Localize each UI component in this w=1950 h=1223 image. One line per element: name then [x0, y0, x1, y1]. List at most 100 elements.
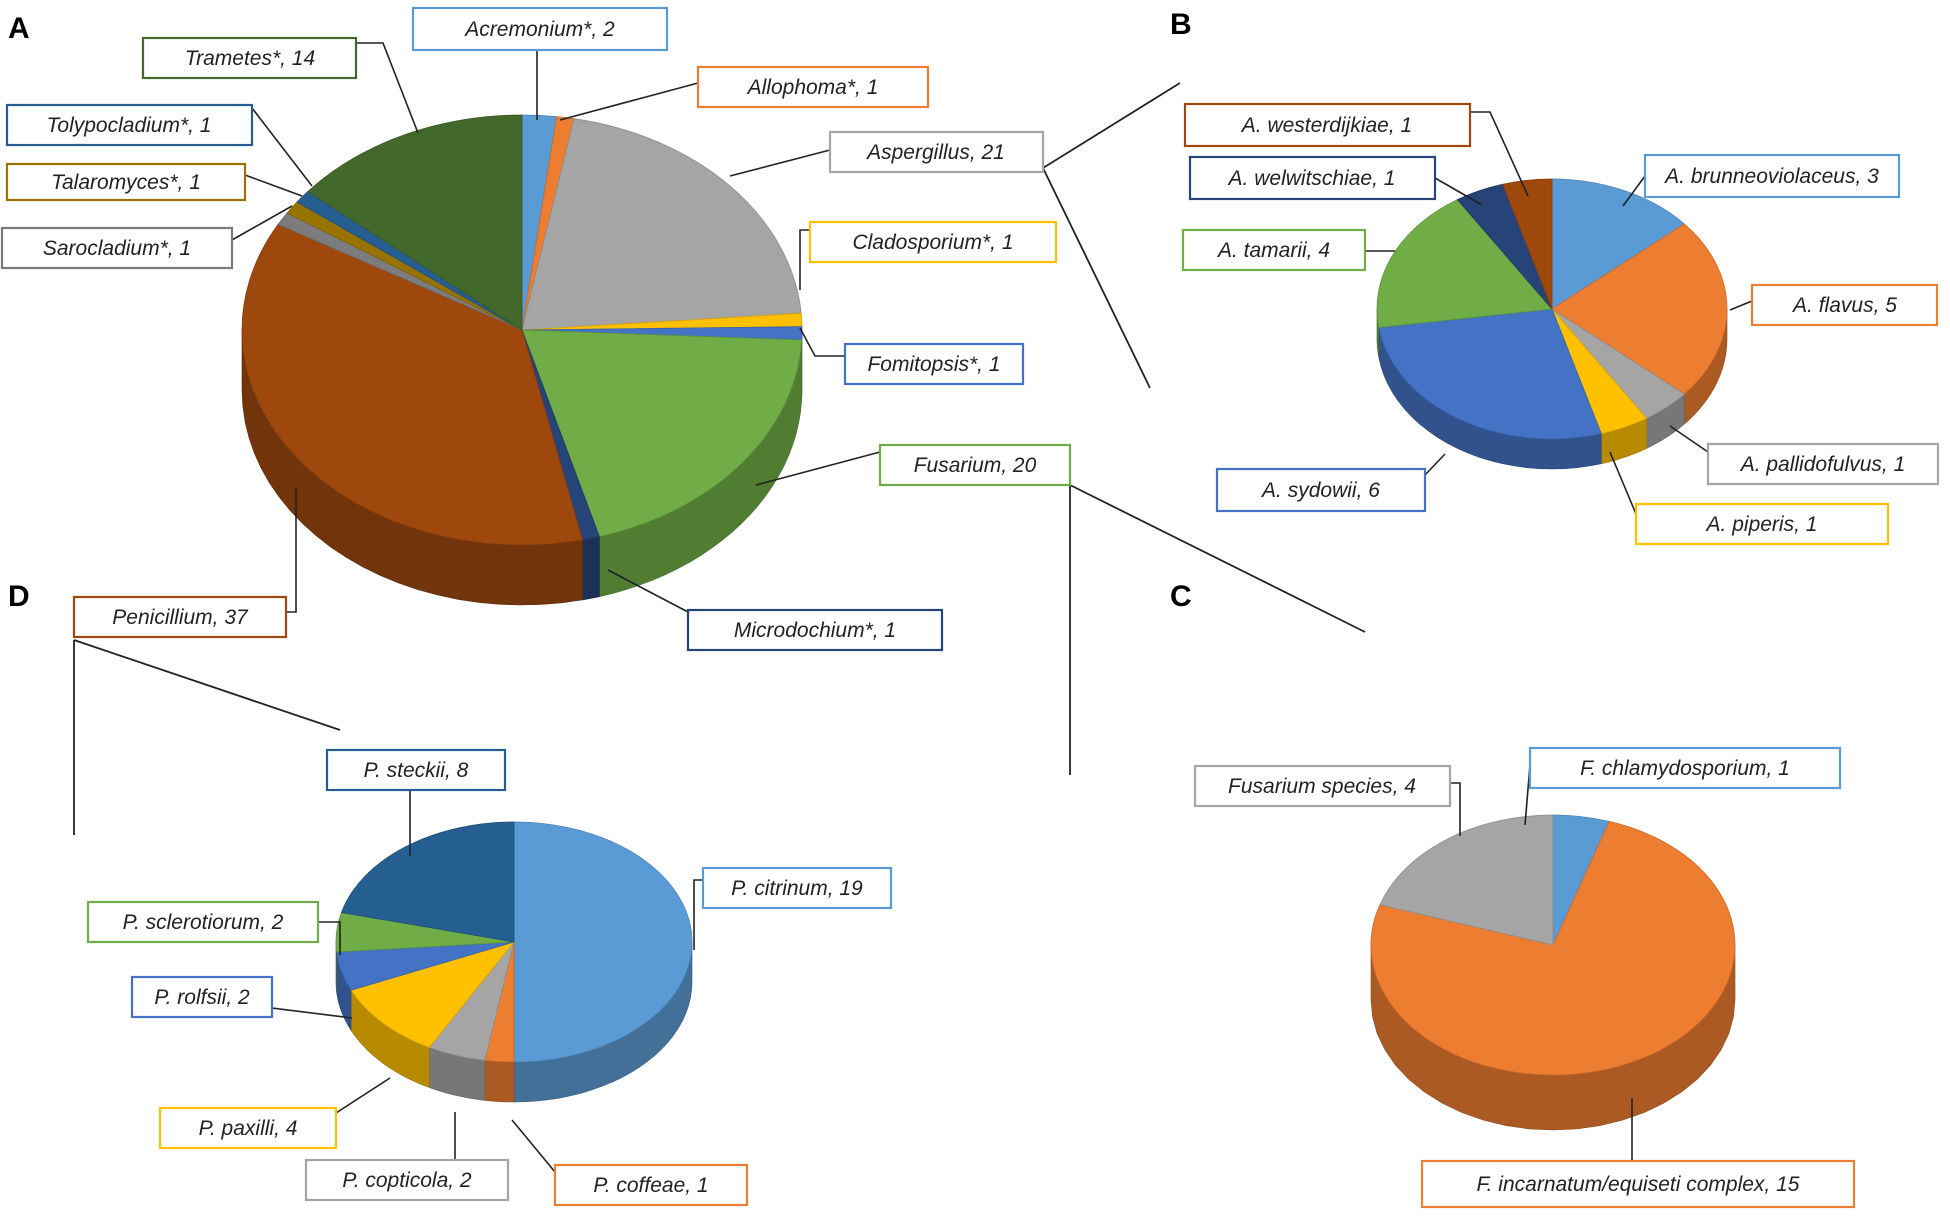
leader-fusarium-species	[1450, 782, 1461, 836]
label-p-sclerotiorum: P. sclerotiorum, 2	[86, 900, 320, 944]
pie-a	[241, 114, 803, 606]
label-box	[1181, 228, 1367, 272]
pie-d	[335, 821, 693, 1103]
zoom-line-aspergillus-top	[1042, 82, 1181, 169]
pie-slice-fusarium-species	[1379, 814, 1554, 946]
leader-aspergillus	[729, 149, 831, 177]
label-box	[158, 1106, 338, 1150]
pie-slice-p-steckii	[340, 821, 515, 943]
label-fusarium-species: Fusarium species, 4	[1193, 764, 1452, 808]
label-a-brunneoviolaceus: A. brunneoviolaceus, 3	[1643, 153, 1901, 199]
leader-a-welwitschiae	[1434, 177, 1483, 206]
label-leader-lines	[231, 42, 1753, 1173]
zoom-connector-lines	[73, 82, 1366, 835]
leader-p-sclerotiorum	[318, 921, 341, 955]
label-allophoma: Allophoma*, 1	[696, 65, 930, 109]
label-a-pallidofulvus: A. pallidofulvus, 1	[1706, 442, 1940, 486]
leader-sarocladium	[231, 205, 293, 241]
data-label: P. paxilli, 4	[199, 1117, 298, 1140]
label-box	[411, 6, 669, 52]
leader-a-westerdijkiae	[1470, 111, 1529, 197]
leader-a-pallidofulvus	[1669, 425, 1709, 453]
label-box	[130, 975, 274, 1019]
data-label: F. incarnatum/equiseti complex, 15	[1477, 1173, 1800, 1196]
leader-p-citrinum	[693, 879, 703, 950]
pie-d-sides	[335, 941, 693, 1103]
pie-charts	[241, 114, 1736, 1131]
data-label: P. citrinum, 19	[731, 877, 863, 900]
pie-slice-p-paxilli	[350, 941, 516, 1048]
leader-fomitopsis	[799, 327, 845, 357]
pie-slice-trametes	[307, 114, 523, 331]
data-label: Sarocladium*, 1	[43, 237, 191, 260]
label-box	[5, 103, 254, 147]
leader-talaromyces	[244, 174, 303, 197]
pie-side-microdochium	[582, 536, 600, 601]
data-label: Fomitopsis*, 1	[867, 353, 1000, 376]
label-box	[0, 226, 234, 270]
leader-cladosporium	[799, 229, 810, 290]
pie-b	[1376, 178, 1728, 470]
label-box	[1706, 442, 1940, 486]
label-box	[304, 1158, 510, 1202]
label-box	[1183, 102, 1472, 148]
pie-slice-a-flavus	[1551, 223, 1728, 395]
label-p-copticola: P. copticola, 2	[304, 1158, 510, 1202]
label-box	[828, 130, 1045, 174]
slice-labels: Acremonium*, 2 Allophoma*, 1 Aspergillus, …	[0, 6, 1940, 1209]
label-p-coffeae: P. coffeae, 1	[553, 1163, 749, 1207]
label-tolypocladium: Tolypocladium*, 1	[5, 103, 254, 147]
data-label: Talaromyces*, 1	[51, 171, 201, 194]
label-box	[86, 900, 320, 944]
leader-penicillium	[286, 488, 297, 613]
label-box	[808, 220, 1058, 264]
leader-trametes	[356, 42, 419, 134]
data-label: F. chlamydosporium, 1	[1580, 757, 1790, 780]
label-acremonium: Acremonium*, 2	[411, 6, 669, 52]
data-label: Fusarium, 20	[914, 454, 1037, 477]
label-microdochium: Microdochium*, 1	[686, 608, 944, 652]
label-box	[141, 36, 358, 80]
label-p-citrinum: P. citrinum, 19	[701, 866, 893, 910]
panel-letter-b: B	[1170, 8, 1192, 41]
panel-letter-d: D	[8, 580, 30, 613]
label-aspergillus: Aspergillus, 21	[828, 130, 1045, 174]
label-box	[1643, 153, 1901, 199]
leader-tolypocladium	[251, 107, 313, 187]
leader-p-paxilli	[335, 1077, 391, 1114]
data-label: Allophoma*, 1	[746, 76, 879, 99]
panel-letters: A B C D	[8, 8, 1192, 613]
label-f-incarnatum-equiseti-complex: F. incarnatum/equiseti complex, 15	[1420, 1159, 1856, 1209]
pie-side-p-coffeae	[484, 1060, 515, 1103]
data-label: Tolypocladium*, 1	[47, 114, 212, 137]
leader-allophoma	[559, 82, 699, 121]
leader-p-coffeae	[511, 1119, 556, 1173]
panel-letter-a: A	[8, 12, 30, 45]
data-label: A. westerdijkiae, 1	[1240, 114, 1412, 137]
zoom-line-penicillium-right	[73, 639, 341, 731]
label-a-flavus: A. flavus, 5	[1750, 283, 1939, 327]
label-box	[325, 748, 507, 792]
label-box	[878, 443, 1072, 487]
pie-c	[1370, 814, 1736, 1131]
label-p-steckii: P. steckii, 8	[325, 748, 507, 792]
data-label: P. steckii, 8	[364, 759, 469, 782]
data-label: Cladosporium*, 1	[852, 231, 1013, 254]
data-label: P. sclerotiorum, 2	[123, 911, 284, 934]
data-label: P. coffeae, 1	[593, 1174, 708, 1197]
data-label: Microdochium*, 1	[734, 619, 896, 642]
label-box	[1750, 283, 1939, 327]
label-box	[553, 1163, 749, 1207]
pie-slice-f-incarnatum-equiseti-complex	[1370, 820, 1736, 1076]
pie-slice-a-tamarii	[1376, 199, 1553, 328]
leader-a-sydowii	[1424, 453, 1446, 476]
data-label: A. brunneoviolaceus, 3	[1663, 165, 1879, 188]
data-label: P. rolfsii, 2	[154, 986, 250, 1009]
label-box	[696, 65, 930, 109]
panel-letter-c: C	[1170, 580, 1192, 613]
label-talaromyces: Talaromyces*, 1	[5, 162, 247, 202]
pie-slice-p-citrinum	[513, 821, 693, 1063]
zoom-line-aspergillus-bottom	[1042, 167, 1151, 389]
leader-microdochium	[607, 569, 689, 613]
label-box	[1193, 764, 1452, 808]
